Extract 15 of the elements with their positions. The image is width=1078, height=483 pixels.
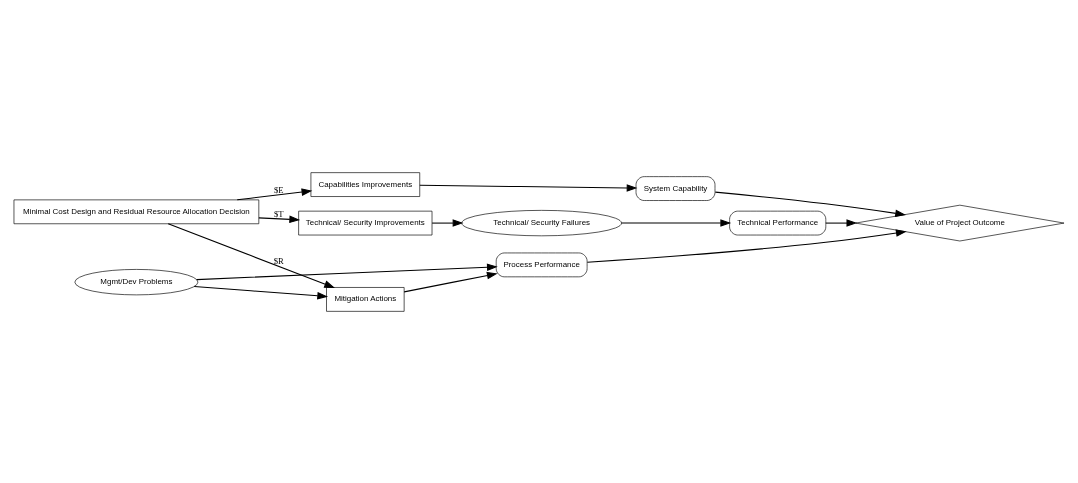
arrow — [620, 218, 732, 227]
edge-label: $E — [273, 184, 284, 195]
arrow — [193, 285, 329, 300]
arrow — [586, 228, 907, 263]
arrow — [714, 191, 906, 217]
edge-label: $T — [273, 208, 284, 219]
arrow — [431, 218, 464, 227]
arrow — [236, 187, 313, 200]
arrow — [419, 183, 638, 192]
arrow — [258, 215, 301, 223]
arrow — [167, 222, 335, 288]
edge-label: $R — [273, 255, 284, 266]
arrow — [825, 218, 858, 227]
arrow — [196, 262, 498, 280]
arrow — [403, 271, 498, 292]
